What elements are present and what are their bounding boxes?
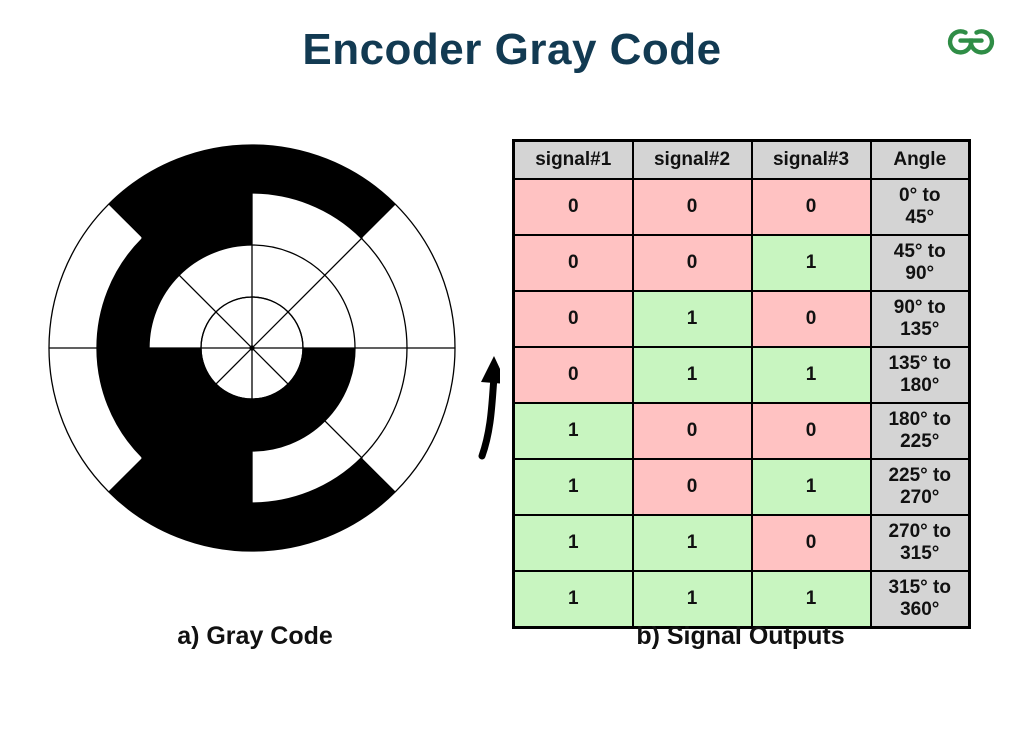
bit-cell-signal3: 0 (750, 290, 872, 348)
bit-cell-signal2: 1 (631, 514, 753, 572)
column-header-signal1: signal#1 (512, 139, 634, 180)
bit-cell-signal3: 1 (750, 458, 872, 516)
table-header-row: signal#1 signal#2 signal#3 Angle (512, 139, 971, 180)
outer-seg-315-360 (361, 348, 455, 492)
outer-seg-045-090 (252, 145, 396, 239)
geeksforgeeks-logo (940, 18, 1002, 62)
angle-line-from: 0° to (899, 184, 941, 206)
outer-seg-135-180 (49, 204, 143, 348)
bit-cell-signal2: 1 (631, 290, 753, 348)
angle-line-to: 270° (900, 487, 940, 508)
angle-line-from: 270° to (888, 520, 951, 542)
bit-cell-signal2: 0 (631, 178, 753, 236)
bit-cell-signal1: 0 (512, 346, 634, 404)
bit-cell-signal1: 1 (512, 458, 634, 516)
disk-center-point (249, 345, 255, 351)
page-title: Encoder Gray Code (302, 25, 722, 74)
angle-line-to: 315° (900, 543, 940, 564)
bit-cell-signal2: 0 (631, 458, 753, 516)
outer-seg-000-045 (361, 204, 455, 348)
angle-line-to: 360° (900, 599, 940, 620)
bit-cell-signal1: 1 (512, 514, 634, 572)
bit-cell-signal1: 1 (512, 570, 634, 629)
angle-line-to: 135° (900, 319, 940, 340)
bit-cell-signal2: 1 (631, 346, 753, 404)
angle-line-from: 180° to (888, 408, 951, 430)
bit-cell-signal3: 0 (750, 402, 872, 460)
angle-line-from: 90° to (893, 296, 946, 318)
bit-cell-signal3: 1 (750, 234, 872, 292)
bit-cell-signal1: 0 (512, 290, 634, 348)
disk-rings (48, 144, 456, 552)
outer-seg-225-270 (108, 457, 252, 551)
angle-line-to: 225° (900, 431, 940, 452)
outer-seg-180-225 (49, 348, 143, 492)
figure-a-caption: a) Gray Code (177, 622, 333, 650)
angle-line-from: 45° to (893, 240, 946, 262)
bit-cell-signal3: 1 (750, 346, 872, 404)
angle-line-to: 45° (905, 207, 935, 228)
outer-seg-270-315 (252, 457, 396, 551)
bit-cell-signal1: 0 (512, 178, 634, 236)
bit-cell-signal3: 0 (750, 178, 872, 236)
column-header-signal2: signal#2 (631, 139, 753, 180)
encoder-disk-svg (48, 144, 500, 552)
bit-cell-signal3: 0 (750, 514, 872, 572)
angle-line-to: 180° (900, 375, 940, 396)
encoder-disk-figure (30, 128, 500, 588)
angle-line-from: 135° to (888, 352, 951, 374)
bit-cell-signal2: 0 (631, 234, 753, 292)
column-header-signal3: signal#3 (750, 139, 872, 180)
column-header-angle: Angle (869, 139, 971, 180)
bit-cell-signal1: 0 (512, 234, 634, 292)
figure-b-caption: b) Signal Outputs (636, 622, 845, 650)
outer-seg-090-135 (108, 145, 252, 239)
angle-line-from: 315° to (888, 576, 951, 598)
angle-line-to: 90° (905, 263, 935, 284)
bit-cell-signal2: 0 (631, 402, 753, 460)
bit-cell-signal1: 1 (512, 402, 634, 460)
rotation-direction-arrow (478, 356, 500, 460)
bit-cell-signal2: 1 (631, 570, 753, 629)
bit-cell-signal3: 1 (750, 570, 872, 629)
angle-line-from: 225° to (888, 464, 951, 486)
